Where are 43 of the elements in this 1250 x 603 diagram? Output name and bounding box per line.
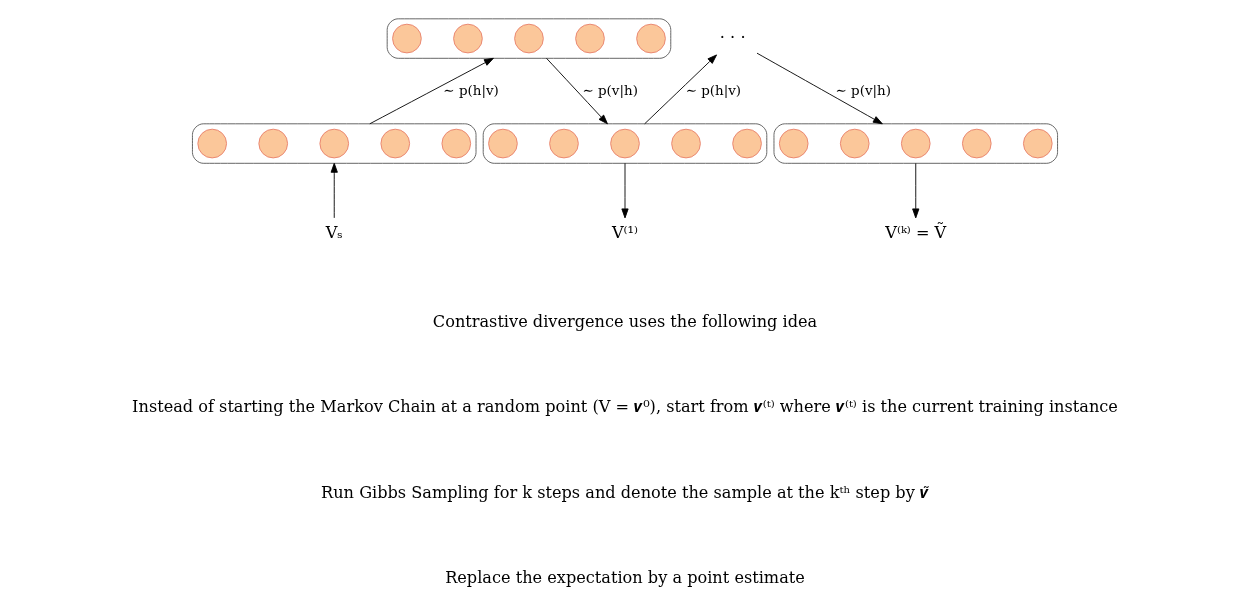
node-circle [610,128,640,159]
edge-label: ∼ p(h|v) [443,83,499,99]
arrow [369,57,494,125]
arrow [621,162,629,219]
node-circle [778,128,809,159]
edge-label: ∼ p(h|v) [685,83,742,99]
label: Contrastive divergence uses the following idea [432,311,818,331]
arrow [546,57,608,125]
node-text: · · · [719,27,746,47]
label: Instead of starting the Markov Chain at a random point (V = 𝒗⁰), start from 𝒗⁽ᵗ⁾ where 𝒗⁽ᵗ⁾ is the current training instance [132,397,1118,417]
node-circle [488,128,518,159]
node-circle [732,128,762,159]
node-circle [1023,128,1053,159]
node-circle [575,23,605,54]
label: Replace the expectation by a point estimate [445,567,805,587]
edge-label: ∼ p(v|h) [582,83,638,99]
arrow [912,162,920,219]
arrow [756,52,883,125]
cluster [192,123,477,164]
node-circle [514,23,544,54]
node-circle [319,128,350,159]
arrow [330,162,338,219]
node-circle [961,128,992,159]
node-text: V⁽¹⁾ [611,223,639,243]
edge-label: ∼ p(v|h) [835,83,891,99]
node-circle [636,23,666,54]
node-text: V⁽ᵏ⁾ = Ṽ [885,223,947,243]
node-circle [453,23,483,54]
node-circle [258,128,288,159]
node-circle [197,128,227,159]
node-circle [549,128,579,159]
node-circle [671,128,701,159]
cluster [773,123,1058,164]
node-circle [900,128,931,159]
node-circle [392,23,422,54]
arrow [644,54,717,125]
node-circle [441,128,472,159]
cluster [386,18,672,59]
label: Run Gibbs Sampling for k steps and denote the sample at the kᵗʰ step by 𝒗̃ [321,482,929,502]
node-circle [839,128,870,159]
node-text: Vₛ [325,223,343,243]
node-circle [380,128,411,159]
cluster [482,123,768,164]
